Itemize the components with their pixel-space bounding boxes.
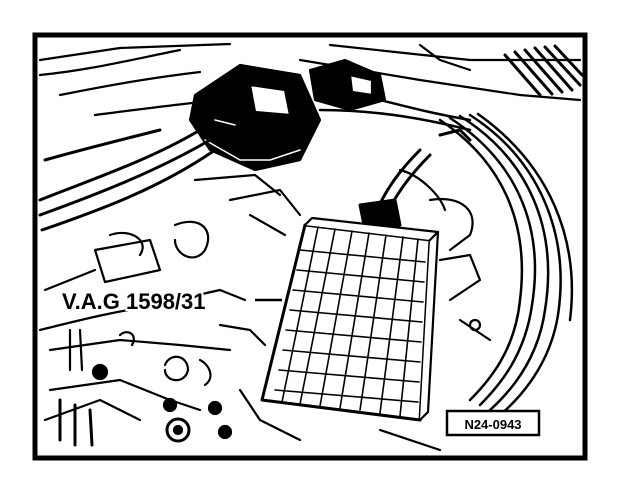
figure-code: N24-0943: [464, 417, 521, 432]
engine-drawing: [38, 42, 584, 452]
test-box: [260, 216, 440, 422]
figure-code-box: [445, 409, 541, 437]
ribbed-cover: [503, 44, 584, 97]
wire-loom-right: [318, 98, 574, 417]
tool-label: V.A.G 1598/31: [62, 289, 206, 314]
small-connector: [308, 58, 387, 112]
wire-harness: [38, 128, 217, 232]
tester-cable: [358, 128, 472, 232]
main-connector: [188, 63, 322, 172]
